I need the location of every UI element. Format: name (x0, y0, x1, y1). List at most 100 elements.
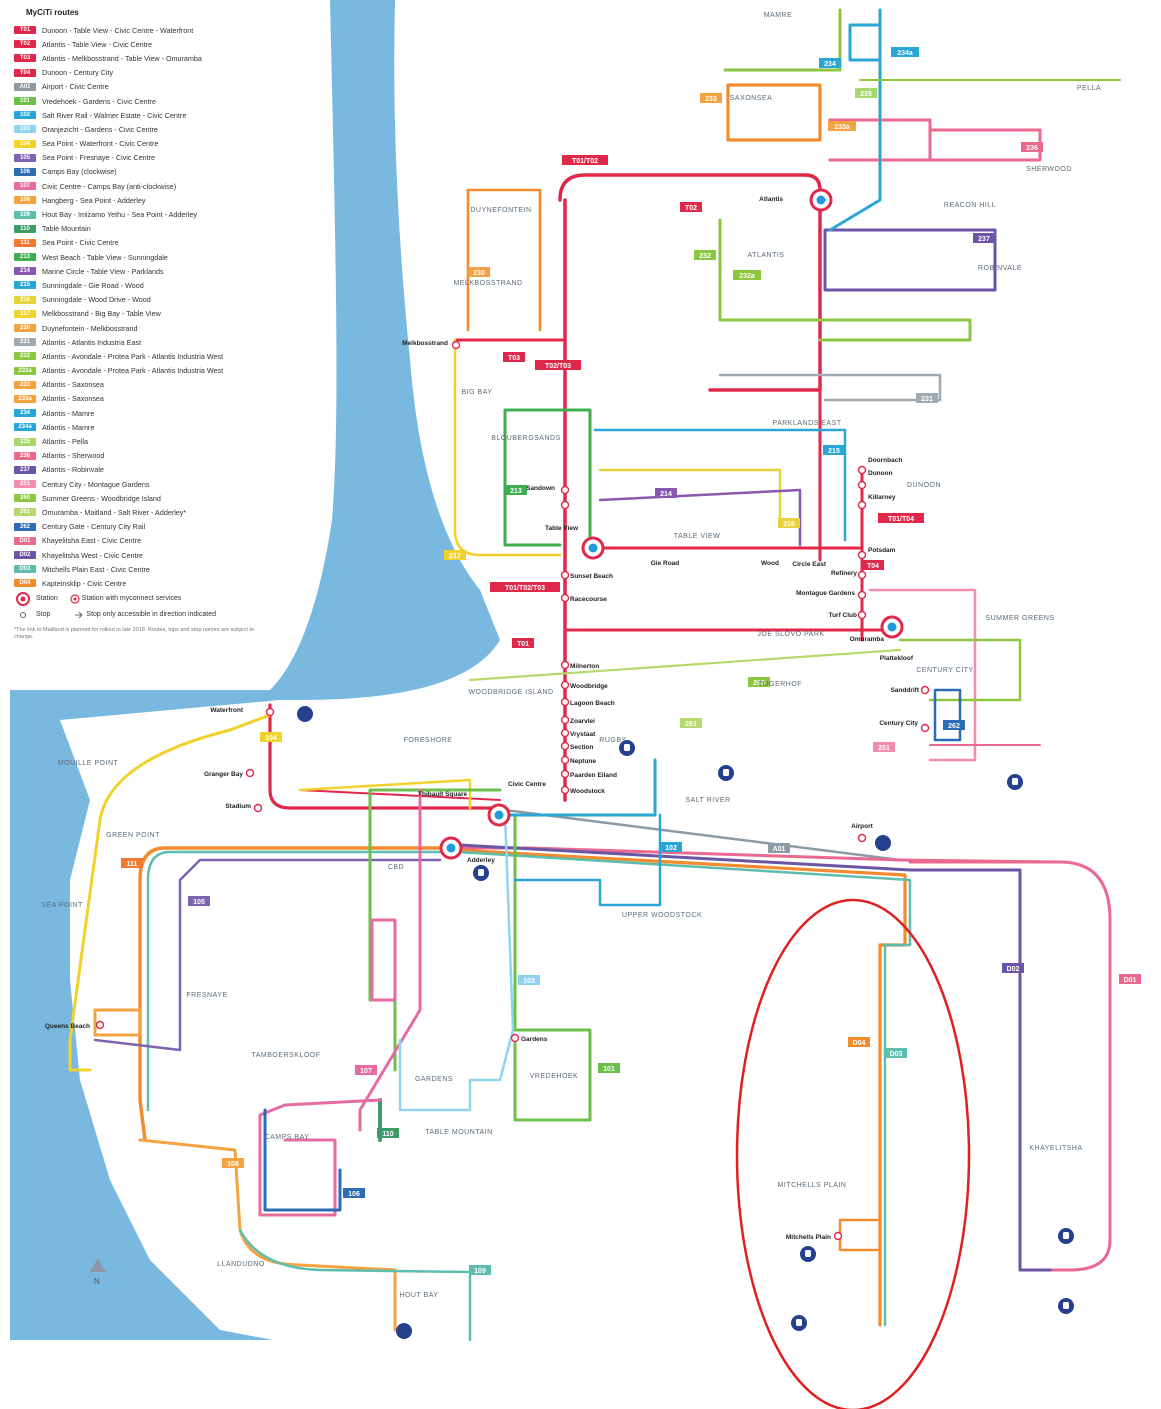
route-name: Atlantis - Saxonsea (42, 394, 104, 404)
route-line (828, 8, 882, 232)
route-tag: 214 (655, 488, 677, 498)
svg-text:217: 217 (449, 553, 461, 560)
route-code-badge: 109 (14, 210, 36, 219)
route-code-badge: D03 (14, 565, 36, 574)
station-label: Sanddrift (890, 687, 919, 694)
station-marker (560, 485, 570, 495)
route-line (258, 1098, 382, 1217)
anchor-icon (396, 1323, 412, 1339)
route-code-badge: D04 (14, 579, 36, 588)
route-line (508, 758, 657, 817)
interchange-station-core (588, 543, 598, 553)
station-marker (857, 610, 867, 620)
station-label: Neptune (570, 758, 596, 765)
route-line (268, 703, 507, 810)
route-code-badge: 235 (14, 437, 36, 446)
svg-text:D04: D04 (853, 1040, 866, 1047)
route-code-badge: 215 (14, 281, 36, 290)
area-label: KHAYELITSHA (1029, 1145, 1082, 1152)
station-label: Section (570, 744, 594, 751)
route-code-badge: 106 (14, 167, 36, 176)
route-line (458, 843, 1022, 1272)
route-tag: 260 (748, 677, 770, 687)
route-name: Oranjezicht - Gardens - Civic Centre (42, 124, 158, 134)
station-marker (245, 768, 255, 778)
route-tag: 216 (778, 518, 800, 528)
legend-stop-label: Stop (36, 611, 51, 618)
route-name: Omuramba - Maitland - Salt River - Adder… (42, 507, 187, 517)
svg-text:236: 236 (1026, 145, 1038, 152)
station-label: Melkbosstrand (402, 340, 448, 347)
station-marker (857, 480, 867, 490)
route-line (868, 588, 977, 762)
route-name: Camps Bay (clockwise) (42, 167, 117, 177)
station-marker (560, 500, 570, 510)
route-tag: 230 (468, 267, 490, 277)
area-label: ROBINVALE (978, 265, 1022, 272)
route-line (718, 373, 942, 402)
station-label: Plattekloof (880, 655, 914, 662)
route-line (456, 850, 912, 1327)
station-label: Gardens (521, 1036, 548, 1043)
station-label: Dunoon (868, 470, 893, 477)
route-code-badge: D02 (14, 551, 36, 560)
station-marker (253, 803, 263, 813)
route-tag: T01/T04 (878, 513, 924, 523)
route-name: Dunoon - Table View - Civic Centre - Wat… (42, 25, 194, 35)
route-name: Sea Point - Fresnaye - Civic Centre (42, 153, 156, 163)
route-name: Atlantis - Saxonsea (42, 380, 104, 390)
route-line (299, 789, 501, 801)
area-label: MITCHELLS PLAIN (778, 1182, 847, 1189)
route-code-badge: 260 (14, 494, 36, 503)
svg-text:102: 102 (665, 845, 677, 852)
svg-text:237: 237 (978, 236, 990, 243)
svg-text:T02: T02 (685, 205, 697, 212)
svg-text:232: 232 (699, 253, 711, 260)
station-marker (95, 1020, 105, 1030)
area-label: GREEN POINT (106, 832, 160, 839)
train-icon-glyph (796, 1319, 802, 1326)
route-name: Salt River Rail - Walmer Estate - Civic … (42, 110, 187, 120)
route-code-badge: 251 (14, 480, 36, 489)
route-tag: D04 (848, 1037, 870, 1047)
station-marker (560, 728, 570, 738)
legend-title: MyCiTi routes (26, 8, 79, 17)
route-tag: 103 (518, 975, 540, 985)
area-label: UPPER WOODSTOCK (622, 912, 702, 919)
route-line (453, 848, 907, 1327)
route-code-badge: 233a (14, 394, 36, 403)
svg-text:108: 108 (227, 1161, 239, 1168)
svg-text:231: 231 (921, 396, 933, 403)
route-line (718, 218, 972, 342)
station-label: Civic Centre (508, 781, 546, 788)
station-marker (560, 660, 570, 670)
route-code-badge: 104 (14, 139, 36, 148)
route-name: Vredehoek - Gardens - Civic Centre (42, 96, 156, 106)
route-name: Hout Bay - Imizamo Yethu - Sea Point - A… (42, 210, 198, 220)
legend-mystation-label: Station with myconnect services (81, 595, 182, 602)
station-marker (857, 833, 867, 843)
area-label: WOODBRIDGE ISLAND (468, 689, 553, 696)
route-code-badge: 110 (14, 224, 36, 233)
route-name: Atlantis - Avondale - Protea Park - Atla… (42, 351, 224, 361)
station-label: Lagoon Beach (570, 700, 615, 707)
area-label: MOUILLE POINT (58, 760, 119, 767)
route-line (898, 638, 1022, 702)
station-marker (857, 500, 867, 510)
svg-text:107: 107 (360, 1068, 372, 1075)
route-tag: 101 (598, 1063, 620, 1073)
station-marker (560, 593, 570, 603)
route-name: Civic Centre - Camps Bay (anti-clockwise… (42, 181, 177, 191)
